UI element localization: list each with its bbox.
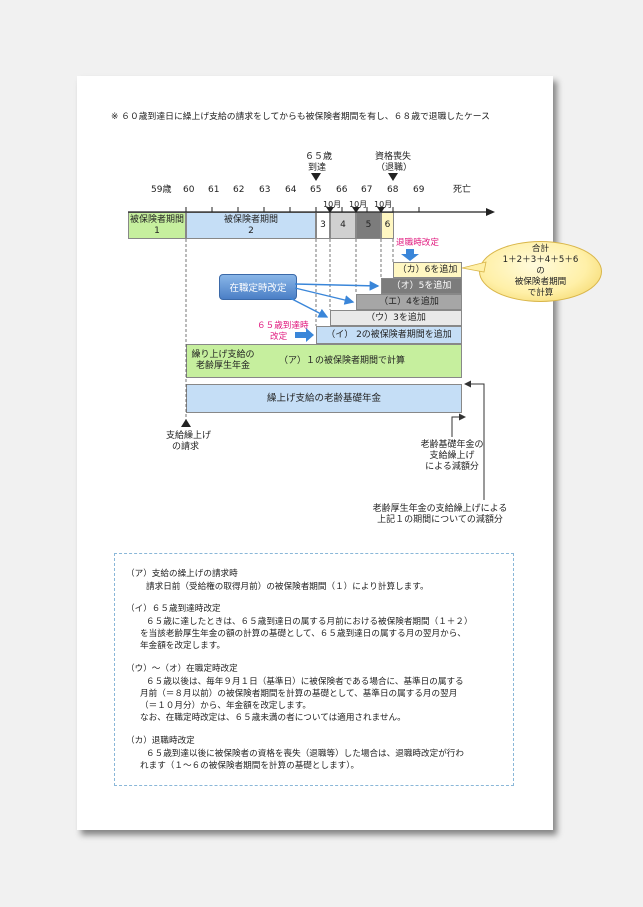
bar-u-add-3: （ウ）3を追加 (330, 310, 462, 326)
note-u-line2: 月前（＝８月以前）の被保険者期間を計算の基礎として、基準日の属する月の翌月 (140, 689, 458, 699)
kosei-nenkin-label: 繰り上げ支給の 老齢厚生年金 (187, 350, 259, 372)
note-ka-line1: ６５歳到達以後に被保険者の資格を喪失（退職等）した場合は、退職時改定が行わ (146, 749, 464, 759)
bar-ka-add-6: （カ）6を追加 (393, 262, 462, 278)
kiso-reduction-arrow (451, 413, 466, 437)
loss-marker-line1: 資格喪失 (375, 152, 412, 162)
kiso-reduction-line2: 支給繰上げ (429, 451, 475, 461)
note-u-line1: ６５歳以後は、毎年９月１日（基準日）に被保険者である場合に、基準日の属する (146, 677, 464, 687)
kosei-nenkin-label-line2: 老齢厚生年金 (195, 361, 250, 371)
age65-revision-label-line2: 改定 (270, 332, 288, 342)
inservice-revision-badge: 在職定時改定 (219, 274, 297, 300)
october-label-3: 10月 (374, 200, 393, 209)
october-label-1: 10月 (323, 200, 342, 209)
age65-marker-line1: ６５歳 (305, 152, 333, 162)
kiso-reduction-line3: による減額分 (425, 462, 479, 472)
note-ka-line2: れます（１～６の被保険者期間を計算の基礎とします）。 (140, 761, 360, 771)
note-i-title: （イ）６５歳到達時改定 (126, 604, 221, 614)
kiso-nenkin-bar: 繰上げ支給の老齢基礎年金 (186, 384, 462, 413)
note-a-title: （ア）支給の繰上げの請求時 (126, 569, 238, 579)
note-a-line1: 請求日前（受給権の取得月前）の被保険者期間（１）により計算します。 (146, 582, 429, 592)
oct-triangle-2 (352, 207, 360, 213)
age-60: 60 (183, 185, 195, 195)
timeline-arrowhead (486, 208, 495, 216)
bar-o-add-5: （オ）5を追加 (381, 278, 462, 294)
period-1-number: 1 (154, 225, 160, 236)
note-u-line3: （＝１０月分）から、年金額を改定します。 (140, 701, 312, 711)
callout-pointer (461, 261, 487, 273)
period-5-box: 5 (356, 212, 381, 239)
age-59: 59歳 (151, 185, 172, 195)
age-67: 67 (361, 185, 373, 195)
retire-revision-arrow (401, 249, 419, 261)
oct-triangle-3 (377, 207, 385, 213)
note-u-title: （ウ）～（オ）在職定時改定 (126, 664, 238, 674)
arrow-to-e (294, 287, 355, 305)
kiso-reduction-line1: 老齢基礎年金の (420, 440, 484, 450)
bar-i-add-2: （イ） 2の被保険者期間を追加 (316, 326, 462, 344)
claim-label-line1: 支給繰上げ (166, 431, 212, 441)
callout-line5: で計算 (527, 288, 554, 298)
callout-line4: 被保険者期間 (514, 277, 567, 287)
age65-revision-arrow (295, 328, 314, 342)
death-label: 死亡 (453, 185, 472, 195)
notes-box (114, 553, 514, 786)
period-1-label: 被保険者期間 (129, 214, 184, 225)
note-i-line1: ６５歳に達したときは、６５歳到達日の属する月前における被保険者期間（１＋２） (146, 617, 473, 627)
document-page (77, 76, 553, 830)
note-ka-title: （カ）退職時改定 (126, 736, 195, 746)
bar-e-add-4: （エ）4を追加 (356, 294, 462, 310)
kosei-nenkin-bar: 繰り上げ支給の 老齢厚生年金 （ア）１の被保険者期間で計算 (186, 344, 462, 378)
note-i-line3: 年金額を改定します。 (140, 641, 226, 651)
age65-triangle (311, 173, 321, 181)
loss-marker-line2: （退職） (376, 163, 413, 173)
kosei-reduction-line1: 老齢厚生年金の支給繰上げによる (372, 504, 508, 514)
callout-line1: 合計 (531, 244, 550, 254)
kosei-reduction-line2: 上記１の期間についての減額分 (377, 515, 503, 525)
callout-line3: の (536, 266, 545, 276)
kosei-nenkin-calc: （ア）１の被保険者期間で計算 (279, 355, 406, 366)
kosei-reduction-arrow (464, 380, 485, 500)
loss-triangle (388, 173, 398, 181)
callout-line2: 1＋2＋3＋4＋5＋6 (502, 255, 579, 265)
age-62: 62 (233, 185, 245, 195)
note-u-line4: なお、在職定時改定は、６５歳未満の者については適用されません。 (140, 713, 406, 723)
age-ticks (185, 207, 420, 212)
kosei-nenkin-label-line1: 繰り上げ支給の (191, 350, 255, 360)
period-2-box: 被保険者期間 2 (186, 212, 316, 239)
age65-revision-label-line1: ６５歳到達時 (257, 321, 309, 331)
age-61: 61 (208, 185, 220, 195)
age-68: 68 (387, 185, 399, 195)
case-header: ※ ６０歳到達日に繰上げ支給の請求をしてからも被保険者期間を有し、６８歳で退職し… (111, 112, 490, 122)
period-2-label: 被保険者期間 (223, 214, 278, 225)
oct-triangle-1 (326, 207, 334, 213)
period-2-number: 2 (248, 225, 254, 236)
claim-triangle (181, 419, 191, 427)
age-66: 66 (336, 185, 348, 195)
age-63: 63 (259, 185, 271, 195)
period-6-box: 6 (381, 212, 394, 239)
age-64: 64 (285, 185, 297, 195)
dashed-guides (185, 239, 394, 420)
october-label-2: 10月 (349, 200, 368, 209)
arrow-to-u (289, 297, 329, 318)
age-65: 65 (310, 185, 322, 195)
arrow-to-o (294, 280, 380, 291)
age-69: 69 (413, 185, 425, 195)
note-i-line2: を当該老齢厚生年金の額の計算の基礎として、６５歳到達日の属する月の翌月から、 (140, 629, 466, 639)
age65-marker-line2: 到達 (308, 163, 327, 173)
claim-label-line2: の請求 (172, 442, 200, 452)
retire-revision-label: 退職時改定 (396, 238, 439, 248)
